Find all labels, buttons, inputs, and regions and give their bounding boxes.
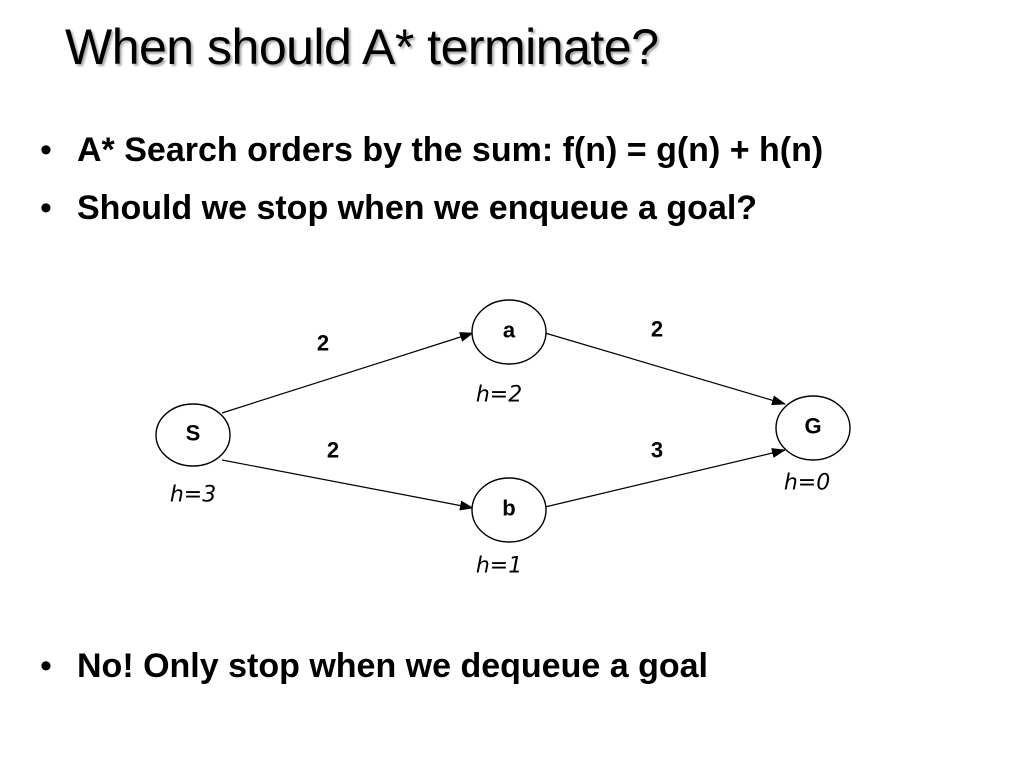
edge-S-a: 2	[221, 331, 474, 414]
node-circle	[471, 477, 547, 543]
node-heuristic-label: h=2	[476, 383, 522, 408]
edge-weight-label: 3	[651, 438, 663, 463]
node-heuristic-label: h=1	[476, 554, 522, 579]
bullet-text: A* Search orders by the sum: f(n) = g(n)…	[77, 131, 824, 169]
edge-weight-label: 2	[317, 331, 329, 356]
edges-layer: 2 2 2 3	[221, 317, 786, 511]
node-heuristic-label: h=0	[784, 471, 830, 496]
node-label: G	[804, 414, 821, 439]
bullet-marker: •	[40, 647, 52, 685]
bullet-marker: •	[40, 131, 52, 169]
edge-weight-label: 2	[651, 317, 663, 342]
node-S: Sh=3	[155, 403, 231, 508]
edge-a-G: 2	[544, 317, 786, 406]
node-b: b h=1	[471, 477, 547, 579]
bullet-marker: •	[40, 189, 52, 227]
node-circle	[155, 403, 231, 467]
node-G: Gh=0	[775, 395, 851, 496]
nodes-layer: Sh=3 a h=2 b h=1 Gh=0	[155, 299, 851, 579]
node-label: a	[503, 318, 516, 343]
bullet-text: No! Only stop when we dequeue a goal	[77, 647, 708, 685]
bullet-item: • No! Only stop when we dequeue a goal	[40, 646, 708, 686]
edge-arrow	[544, 448, 786, 508]
node-heuristic-label: h=3	[170, 483, 216, 508]
node-circle	[471, 299, 547, 365]
slide-title: When should A* terminate?	[65, 19, 659, 75]
bullet-text: Should we stop when we enqueue a goal?	[77, 189, 758, 227]
edge-arrow	[221, 459, 474, 511]
edge-S-b: 2	[221, 438, 474, 511]
node-label: b	[502, 496, 515, 521]
edge-b-G: 3	[544, 438, 786, 508]
bullet-item: • A* Search orders by the sum: f(n) = g(n…	[40, 130, 823, 170]
edge-weight-label: 2	[327, 438, 339, 463]
node-a: a h=2	[471, 299, 547, 408]
bullet-item: • Should we stop when we enqueue a goal?	[40, 188, 757, 228]
node-circle	[775, 395, 851, 461]
node-label: S	[186, 421, 201, 446]
edge-arrow	[221, 332, 474, 414]
edge-arrow	[544, 332, 786, 406]
